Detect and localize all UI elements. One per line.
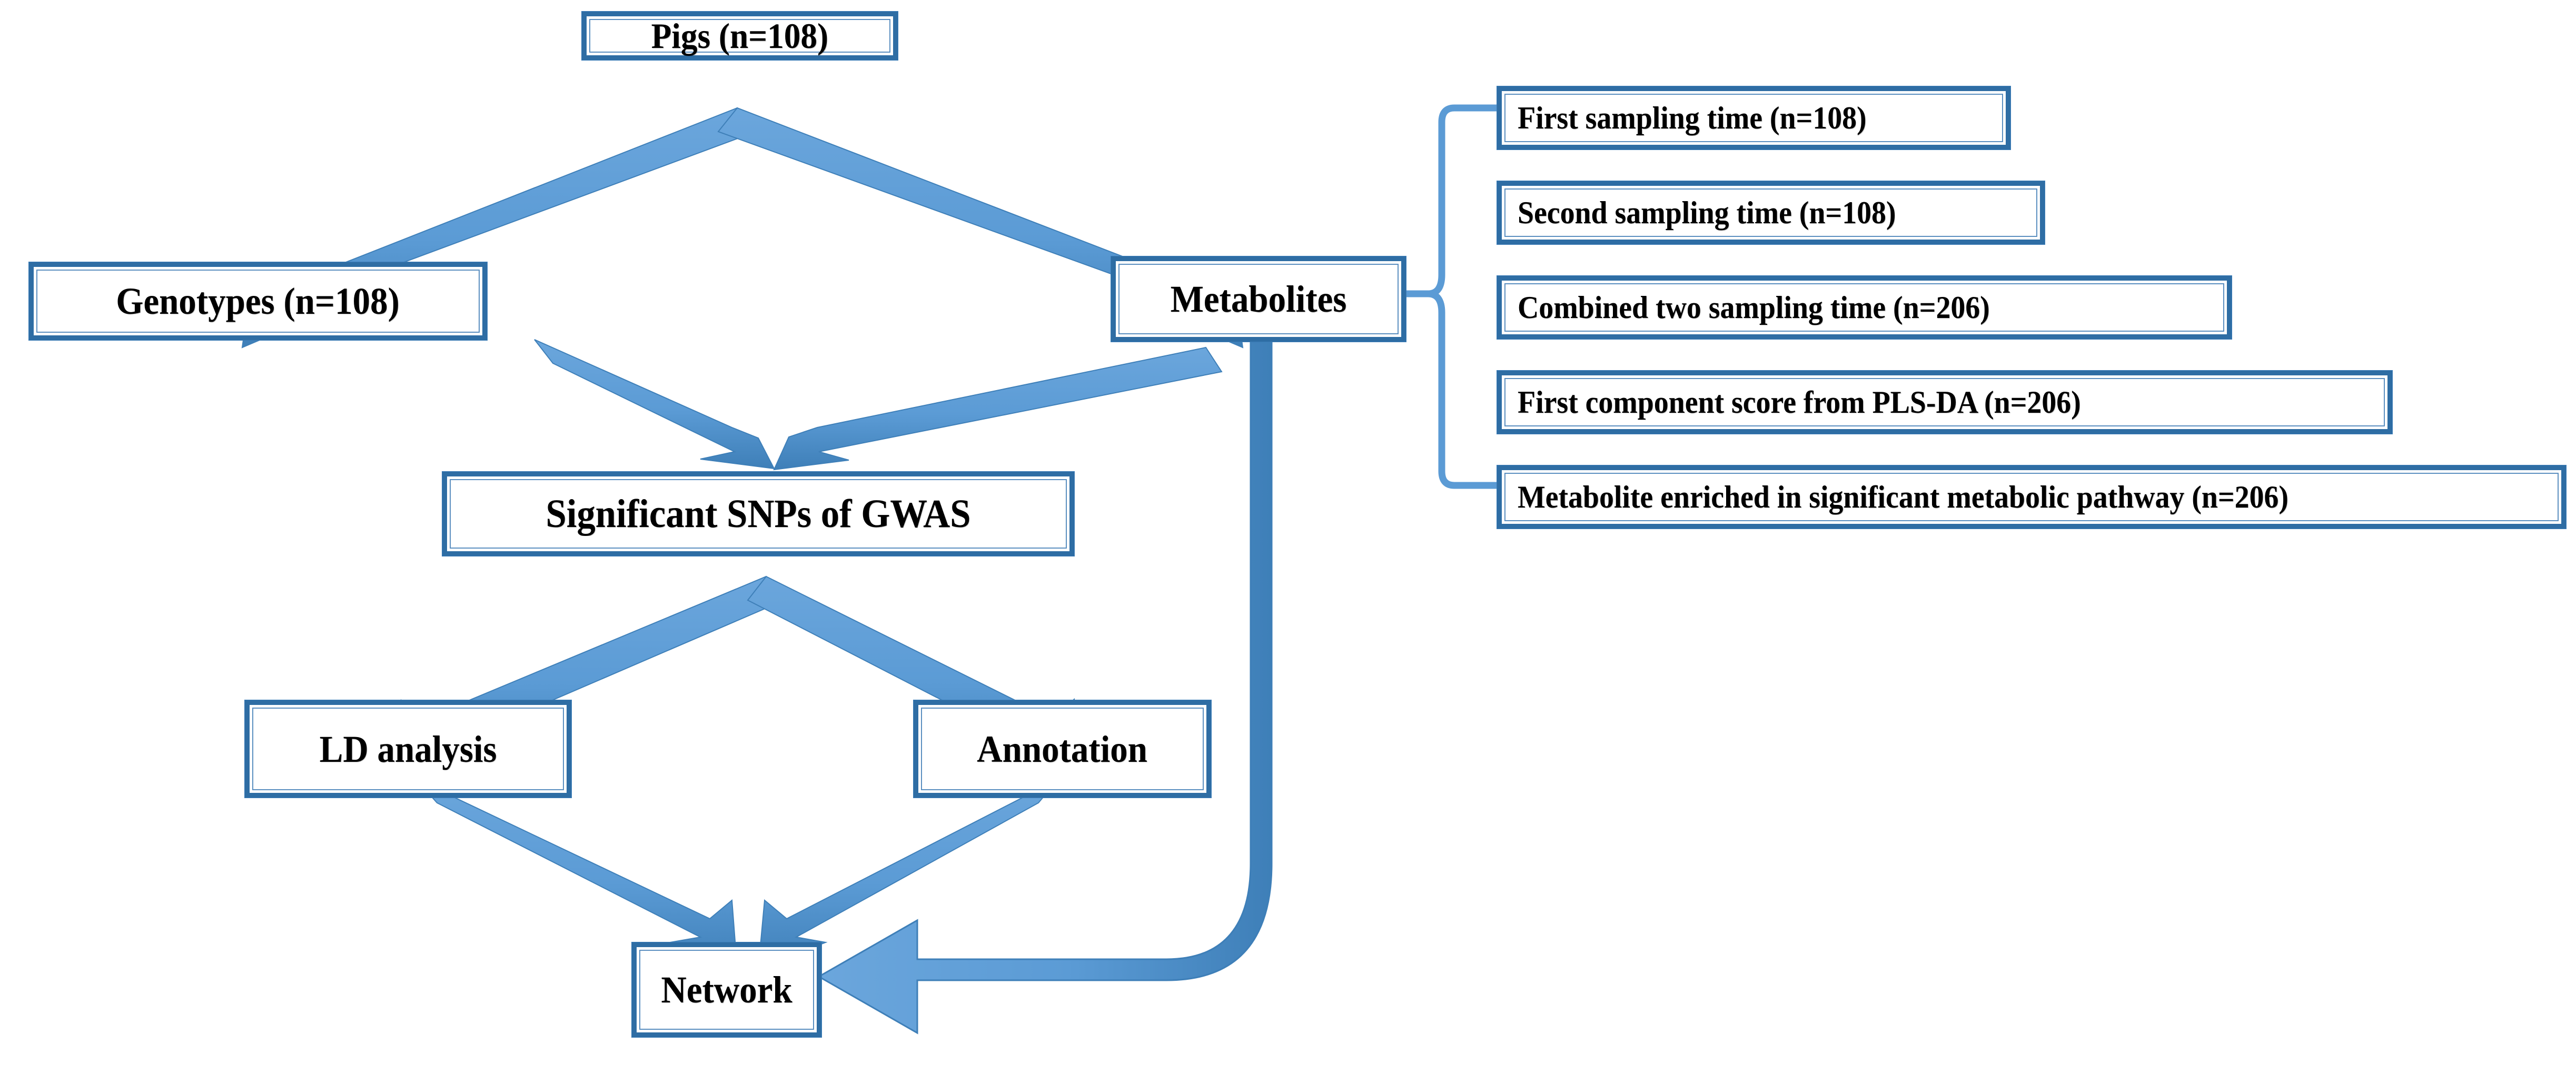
arrow-annotation-to-network	[757, 779, 1059, 970]
node-genotypes[interactable]: Genotypes (n=108)	[29, 262, 487, 340]
node-genotypes-label: Genotypes (n=108)	[116, 280, 400, 322]
arrow-ld-to-network	[415, 779, 738, 970]
branch-label: First component score from PLS-DA (n=206…	[1518, 385, 2081, 420]
branch-box-first-component-score-plsda[interactable]: First component score from PLS-DA (n=206…	[1497, 371, 2392, 434]
node-ld-analysis[interactable]: LD analysis	[245, 700, 571, 798]
node-significant-snps-label: Significant SNPs of GWAS	[546, 492, 971, 536]
branch-box-metabolite-enriched-pathway[interactable]: Metabolite enriched in significant metab…	[1497, 465, 2566, 529]
branch-label: Metabolite enriched in significant metab…	[1518, 480, 2288, 514]
node-network[interactable]: Network	[632, 942, 821, 1037]
node-pigs[interactable]: Pigs (n=108)	[582, 12, 898, 60]
node-metabolites[interactable]: Metabolites	[1111, 256, 1406, 342]
node-network-label: Network	[661, 969, 792, 1011]
arrow-metabolites-to-network-curved	[817, 341, 1273, 1035]
node-annotation[interactable]: Annotation	[914, 700, 1211, 798]
node-annotation-label: Annotation	[977, 728, 1148, 770]
branch-box-first-sampling-time[interactable]: First sampling time (n=108)	[1497, 86, 2010, 150]
node-ld-analysis-label: LD analysis	[319, 728, 497, 770]
branch-box-combined-two-sampling-time[interactable]: Combined two sampling time (n=206)	[1497, 276, 2232, 339]
arrow-metabolites-to-snps	[773, 346, 1223, 471]
node-significant-snps[interactable]: Significant SNPs of GWAS	[442, 472, 1074, 556]
branch-box-second-sampling-time[interactable]: Second sampling time (n=108)	[1497, 181, 2045, 244]
node-metabolites-label: Metabolites	[1170, 278, 1347, 320]
arrow-genotypes-to-snps	[534, 339, 775, 470]
node-pigs-label: Pigs (n=108)	[651, 16, 829, 56]
branch-label: Second sampling time (n=108)	[1518, 195, 1896, 230]
branch-label: Combined two sampling time (n=206)	[1518, 290, 1990, 325]
branch-label: First sampling time (n=108)	[1518, 101, 1867, 135]
